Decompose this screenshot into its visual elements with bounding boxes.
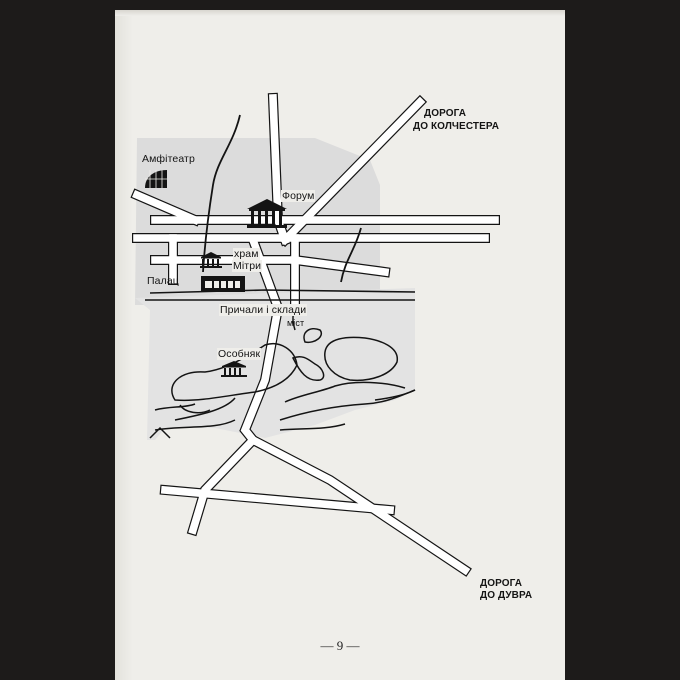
city-map	[130, 92, 500, 577]
forum-label: Форум	[281, 190, 316, 203]
streams	[202, 114, 362, 283]
roads	[130, 92, 500, 577]
wharves-label: Причали і склади	[219, 304, 308, 317]
bridge-label: міст	[287, 318, 305, 328]
page-number: — 9 —	[320, 638, 360, 653]
mithras-temple-icon	[200, 252, 222, 268]
temple-label-line1: храм	[233, 248, 260, 261]
mansion-icon	[221, 361, 247, 377]
river	[135, 288, 415, 440]
palace-icon	[201, 276, 245, 292]
page-spine-shading	[115, 10, 133, 680]
book-page: Амфітеатр Форум храм Мітри Палац Причали…	[115, 10, 565, 680]
road-colchester-label-line1: ДОРОГА	[424, 108, 467, 119]
forum-temple-icon	[247, 199, 287, 228]
road-dover-label-line2: ДО ДУВРА	[480, 590, 533, 601]
amphitheatre-label: Амфітеатр	[142, 153, 195, 165]
page-top-shading	[115, 10, 565, 16]
amphitheatre-icon	[145, 170, 167, 188]
mansion-label: Особняк	[217, 348, 262, 361]
palace-label: Палац	[147, 275, 179, 287]
road-colchester-label-line2: ДО КОЛЧЕСТЕРА	[413, 121, 500, 132]
road-dover-label-line1: ДОРОГА	[480, 578, 523, 589]
marsh-islands	[149, 304, 416, 439]
river-banks	[145, 289, 416, 301]
temple-label-line2: Мітри	[232, 260, 263, 273]
